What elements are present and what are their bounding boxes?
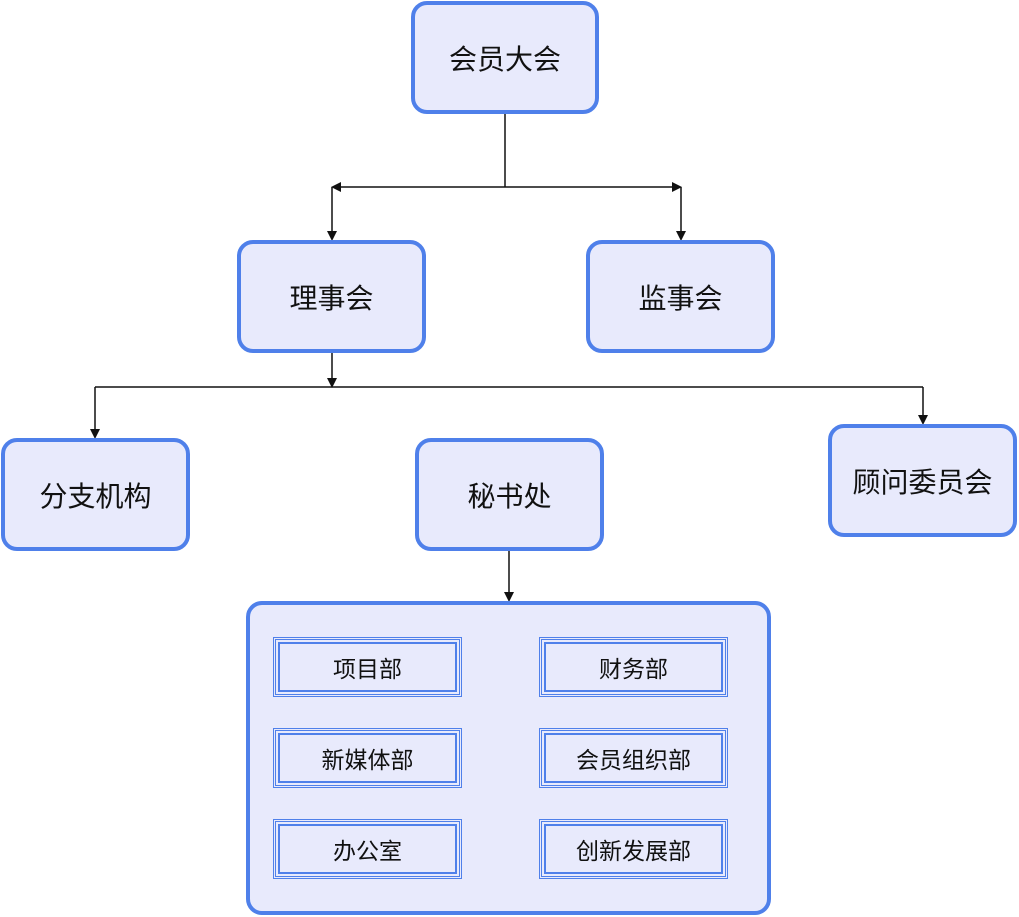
node-council: 理事会 xyxy=(237,240,426,353)
dept-innovation-development: 创新发展部 xyxy=(539,819,728,879)
node-council-label: 理事会 xyxy=(289,281,374,315)
node-branches: 分支机构 xyxy=(1,438,190,551)
node-advisory-committee: 顾问委员会 xyxy=(828,424,1017,537)
node-supervisory-board: 监事会 xyxy=(586,240,775,353)
dept-member-organization: 会员组织部 xyxy=(539,728,728,788)
dept-office-label: 办公室 xyxy=(333,839,402,865)
dept-projects: 项目部 xyxy=(273,637,462,697)
node-general-assembly: 会员大会 xyxy=(411,1,599,114)
node-secretariat: 秘书处 xyxy=(415,438,604,551)
dept-innovation-development-label: 创新发展部 xyxy=(576,839,691,865)
dept-member-organization-label: 会员组织部 xyxy=(576,748,691,774)
dept-new-media-label: 新媒体部 xyxy=(321,748,414,774)
dept-new-media: 新媒体部 xyxy=(273,728,462,788)
dept-finance-label: 财务部 xyxy=(599,657,668,683)
node-general-assembly-label: 会员大会 xyxy=(448,42,561,76)
node-secretariat-label: 秘书处 xyxy=(467,479,552,513)
node-supervisory-board-label: 监事会 xyxy=(638,281,723,315)
node-advisory-committee-label: 顾问委员会 xyxy=(852,465,993,499)
dept-finance: 财务部 xyxy=(539,637,728,697)
dept-office: 办公室 xyxy=(273,819,462,879)
dept-projects-label: 项目部 xyxy=(333,657,402,683)
node-branches-label: 分支机构 xyxy=(39,479,152,513)
